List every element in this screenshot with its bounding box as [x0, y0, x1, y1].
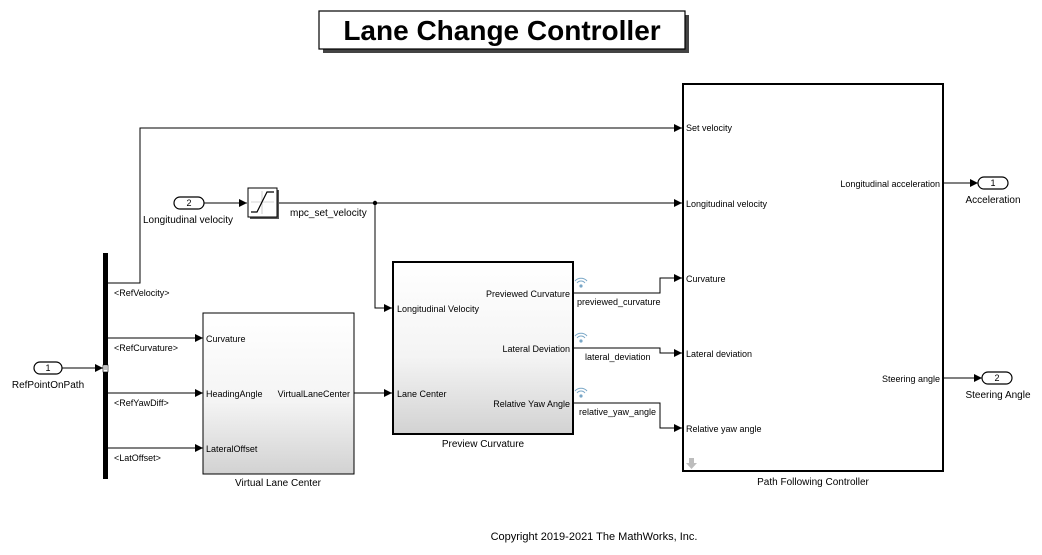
pc-out-relative-yaw-angle: Relative Yaw Angle	[493, 399, 570, 409]
inport-2-label: Longitudinal velocity	[143, 215, 233, 226]
outport-1-number: 1	[990, 178, 995, 188]
signal-logging-icon[interactable]	[574, 277, 588, 288]
inport-2-number: 2	[186, 198, 191, 208]
wire-relative-yaw-angle[interactable]	[574, 402, 682, 432]
path-following-controller-block[interactable]: Set velocity Longitudinal velocity Curva…	[682, 83, 944, 472]
preview-curvature-name: Preview Curvature	[442, 439, 525, 450]
bus-out-lat-offset: <LatOffset>	[114, 453, 161, 463]
inport-1-label: RefPointOnPath	[12, 380, 84, 391]
pc-in-longitudinal-velocity: Longitudinal Velocity	[397, 304, 480, 314]
pfc-out-longitudinal-acceleration: Longitudinal acceleration	[840, 179, 940, 189]
title-box: Lane Change Controller	[318, 10, 689, 53]
outport-1[interactable]: 1 Acceleration	[965, 176, 1021, 206]
outport-2-number: 2	[994, 373, 999, 383]
saturation-icon	[251, 191, 274, 213]
signal-lateral-deviation: lateral_deviation	[585, 352, 651, 362]
signal-previewed-curvature: previewed_curvature	[577, 297, 661, 307]
branch-point	[372, 200, 378, 206]
inport-1[interactable]: 1 RefPointOnPath	[12, 361, 84, 391]
pc-out-previewed-curvature: Previewed Curvature	[486, 289, 570, 299]
wire-ref-velocity[interactable]	[108, 124, 682, 284]
pfc-in-curvature: Curvature	[686, 274, 726, 284]
virtual-lane-center-name: Virtual Lane Center	[235, 478, 322, 489]
pfc-in-longitudinal-velocity: Longitudinal velocity	[686, 199, 768, 209]
signal-mpc-set-velocity: mpc_set_velocity	[290, 208, 367, 219]
page-title: Lane Change Controller	[343, 15, 660, 46]
vlc-in-lateral-offset: LateralOffset	[206, 444, 258, 454]
virtual-lane-center-block[interactable]: Curvature HeadingAngle LateralOffset Vir…	[202, 312, 355, 475]
saturation-block[interactable]	[247, 187, 279, 219]
inport-2[interactable]: 2 Longitudinal velocity	[143, 196, 233, 226]
signal-logging-icon[interactable]	[574, 387, 588, 398]
outport-1-label: Acceleration	[965, 195, 1020, 206]
wire-previewed-curvature[interactable]	[574, 274, 682, 294]
vlc-in-curvature: Curvature	[206, 334, 246, 344]
vlc-out-virtual-lane-center: VirtualLaneCenter	[278, 389, 350, 399]
vlc-in-heading-angle: HeadingAngle	[206, 389, 263, 399]
path-following-controller-name: Path Following Controller	[757, 477, 869, 488]
pfc-in-lateral-deviation: Lateral deviation	[686, 349, 752, 359]
pfc-in-set-velocity: Set velocity	[686, 123, 733, 133]
bus-out-ref-yaw-diff: <RefYawDiff>	[114, 398, 169, 408]
preview-curvature-block[interactable]: Longitudinal Velocity Lane Center Previe…	[392, 261, 574, 435]
outport-2[interactable]: 2 Steering Angle	[965, 371, 1031, 401]
bus-out-ref-curvature: <RefCurvature>	[114, 343, 178, 353]
pfc-out-steering-angle: Steering angle	[882, 374, 940, 384]
wire-lateral-deviation[interactable]	[574, 347, 682, 357]
outport-2-label: Steering Angle	[965, 390, 1030, 401]
pc-out-lateral-deviation: Lateral Deviation	[502, 344, 570, 354]
subsystem-arrow-icon[interactable]	[686, 458, 697, 469]
bus-out-ref-velocity: <RefVelocity>	[114, 288, 170, 298]
signal-relative-yaw-angle: relative_yaw_angle	[579, 407, 656, 417]
copyright-text: Copyright 2019-2021 The MathWorks, Inc.	[491, 531, 698, 543]
wire-branch-velocity[interactable]	[374, 203, 392, 312]
inport-1-number: 1	[45, 363, 50, 373]
bus-selector[interactable]	[102, 253, 109, 479]
pc-in-lane-center: Lane Center	[397, 389, 447, 399]
pfc-in-relative-yaw-angle: Relative yaw angle	[686, 424, 762, 434]
signal-logging-icon[interactable]	[574, 332, 588, 343]
